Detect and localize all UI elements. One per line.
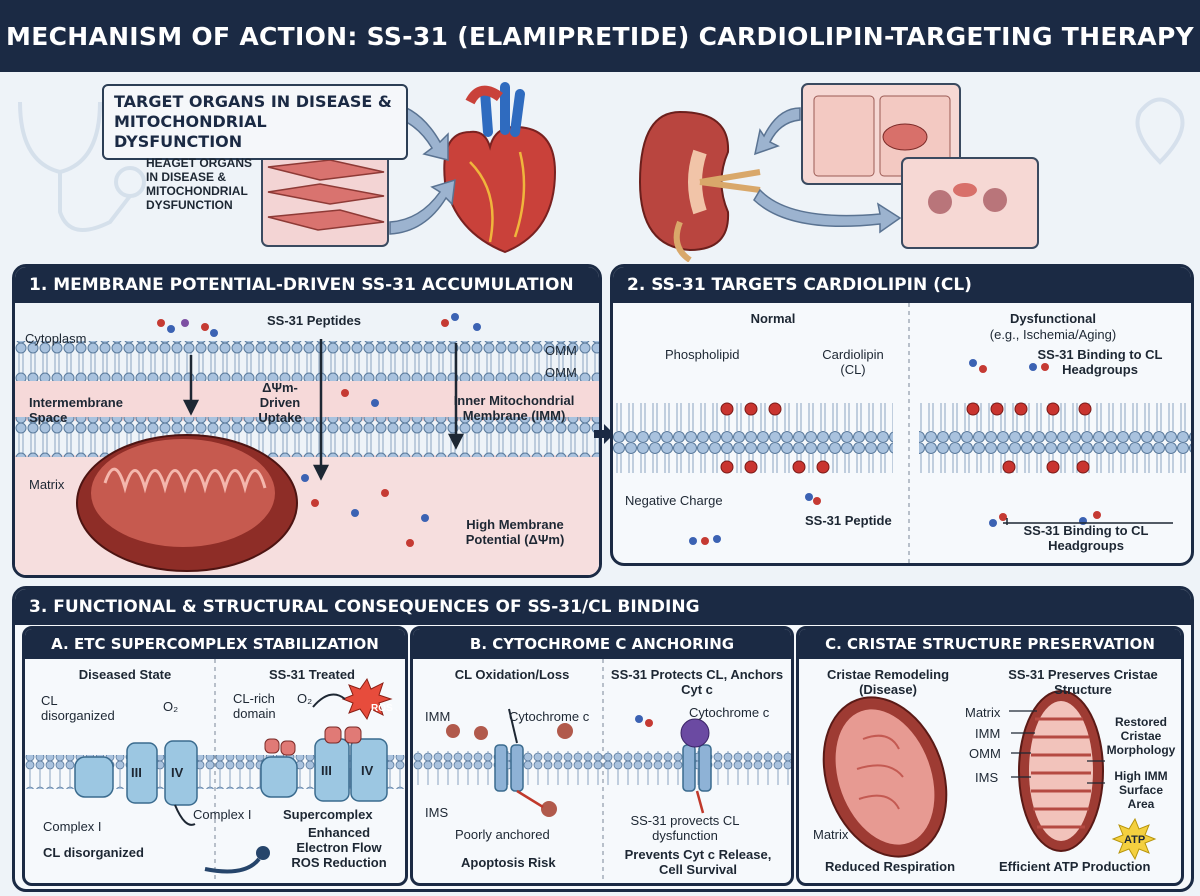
ss31-peptides-label: SS-31 Peptides	[267, 313, 361, 328]
mitochondrion-image	[76, 434, 298, 572]
omm-label-1: OMM	[545, 343, 577, 358]
matrix-c-label: Matrix	[965, 705, 1001, 720]
panel1-title: 1. MEMBRANE POTENTIAL-DRIVEN SS-31 ACCUM…	[15, 267, 599, 303]
subpanel-etc: A. ETC SUPERCOMPLEX STABILIZATION	[22, 626, 408, 886]
cl-disorganized-top-label: CL disorganized	[41, 693, 115, 723]
title-bar: MECHANISM OF ACTION: SS-31 (ELAMIPRETIDE…	[0, 0, 1200, 72]
cl-disorganized-bottom-label: CL disorganized	[43, 845, 144, 860]
panel1-illustration	[15, 303, 599, 575]
mitochondrion-healthy-image	[1018, 690, 1104, 852]
cardiolipin-heads	[720, 402, 1092, 474]
complex-i-right-label: Complex I	[193, 807, 252, 822]
cristae-illustration	[822, 690, 1157, 861]
stethoscope-icon	[18, 101, 146, 232]
muscle-tissue-image	[261, 149, 389, 247]
heart-image	[443, 82, 557, 254]
atp-burst-icon	[1111, 817, 1157, 861]
target-organs-box: TARGET ORGANS IN DISEASE & MITOCHONDRIAL…	[102, 84, 408, 160]
omm-label-2: OMM	[545, 365, 577, 380]
ss31-treated-label: SS-31 Treated	[269, 667, 355, 682]
etc-illustration	[25, 659, 405, 883]
cytochrome-c-bound	[680, 718, 710, 748]
ims-b-label: IMS	[425, 805, 449, 820]
ss31-preserves-label: SS-31 Preserves Cristae Structure	[1008, 667, 1158, 697]
kidney-image	[638, 110, 761, 262]
diseased-state-label: Diseased State	[78, 667, 172, 682]
cl-oxidation-label: CL Oxidation/Loss	[454, 667, 570, 682]
dysfunctional-label: Dysfunctional	[1010, 311, 1096, 326]
ros-label: ROS	[371, 703, 393, 714]
binding-bottom-label: SS-31 Binding to CL Headgroups	[1023, 523, 1149, 553]
cytochrome-illustration	[413, 659, 791, 883]
subpanel-b-title: B. CYTOCHROME C ANCHORING	[413, 629, 791, 659]
cristae-remodeling-label: Cristae Remodeling (Disease)	[826, 667, 950, 697]
binding-top-label: SS-31 Binding to CL Headgroups	[1037, 347, 1163, 377]
target-organs-small-label: HEAGET ORGANS IN DISEASE & MITOCHONDRIAL…	[146, 156, 253, 212]
subpanel-c-title: C. CRISTAE STRUCTURE PRESERVATION	[799, 629, 1181, 659]
subpanel-a-title: A. ETC SUPERCOMPLEX STABILIZATION	[25, 629, 405, 659]
imm-c-label: IMM	[975, 726, 1001, 741]
kidney-cells-image	[801, 83, 1039, 249]
apoptosis-risk-label: Apoptosis Risk	[461, 855, 556, 870]
mitochondrion-disease-image	[822, 696, 948, 858]
o2-right-label: O₂	[297, 691, 313, 706]
imm-label: Inner Mitochondrial Membrane (IMM)	[453, 393, 575, 423]
atp-label: ATP	[1124, 834, 1146, 846]
dysfunctional-sub-label: (e.g., Ischemia/Aging)	[989, 327, 1117, 342]
poorly-anchored-label: Poorly anchored	[455, 827, 550, 842]
panel3-title: 3. FUNCTIONAL & STRUCTURAL CONSEQUENCES …	[15, 589, 1191, 625]
prevents-release-label: Prevents Cyt c Release, Cell Survival	[624, 847, 772, 877]
cl-rich-domain-label: CL-rich domain	[233, 691, 276, 721]
cytochrome-c-left-label: Cytochrome c	[509, 709, 590, 724]
heart-outline-icon	[1135, 97, 1185, 165]
page-title: MECHANISM OF ACTION: SS-31 (ELAMIPRETIDE…	[6, 21, 1194, 51]
cytochrome-c-right-label: Cytochrome c	[689, 705, 770, 720]
imm-b-label: IMM	[425, 709, 451, 724]
o2-left-label: O₂	[163, 699, 179, 714]
channel-proteins	[494, 744, 712, 792]
complex-iii-label: III	[131, 765, 142, 780]
negative-charge-label: Negative Charge	[625, 493, 723, 508]
uptake-label: ΔΨm-Driven Uptake	[258, 380, 302, 425]
uptake-arrows	[182, 339, 465, 481]
cl-rich-domain	[264, 726, 362, 756]
complex-iv-label: IV	[171, 765, 184, 780]
complex-i-left-label: Complex I	[43, 819, 102, 834]
ss31-protects-label: SS-31 Protects CL, Anchors Cyt c	[610, 667, 784, 697]
complex-proteins	[74, 738, 388, 806]
panel-membrane-accumulation: 1. MEMBRANE POTENTIAL-DRIVEN SS-31 ACCUM…	[12, 264, 602, 578]
ims-c-label: IMS	[975, 770, 999, 785]
ss31-peptide-label: SS-31 Peptide	[805, 513, 892, 528]
normal-label: Normal	[750, 311, 796, 326]
panel2-illustration	[613, 303, 1191, 563]
high-imm-label: High IMM Surface Area	[1114, 769, 1168, 811]
matrix-left-label: Matrix	[813, 827, 849, 842]
enhanced-flow-label: Enhanced Electron Flow ROS Reduction	[291, 825, 387, 870]
panel-cardiolipin-target: 2. SS-31 TARGETS CARDIOLIPIN (CL)	[610, 264, 1194, 566]
reduced-respiration-label: Reduced Respiration	[825, 859, 956, 874]
phospholipid-label: Phospholipid	[665, 347, 740, 362]
cardiolipin-label: Cardiolipin (CL)	[822, 347, 884, 377]
subpanel-cytochrome: B. CYTOCHROME C ANCHORING CL Oxidation/L…	[410, 626, 794, 886]
restored-cristae-label: Restored Cristae Morphology	[1106, 715, 1176, 757]
supercomplex-label: Supercomplex	[283, 807, 373, 822]
omm-c-label: OMM	[969, 746, 1001, 761]
panel2-title: 2. SS-31 TARGETS CARDIOLIPIN (CL)	[613, 267, 1191, 303]
ss31-peptide-dots	[157, 313, 481, 547]
complex-iv-right-label: IV	[361, 763, 374, 778]
subpanel-cristae: C. CRISTAE STRUCTURE PRESERVATION Crista…	[796, 626, 1184, 886]
ros-burst-icon	[341, 677, 393, 721]
matrix-label: Matrix	[29, 477, 65, 492]
leader-lines	[1009, 710, 1105, 784]
complex-iii-right-label: III	[321, 763, 332, 778]
high-potential-label: High Membrane Potential (ΔΨm)	[465, 517, 565, 547]
cytoplasm-label: Cytoplasm	[25, 331, 87, 346]
top-illustration	[18, 82, 1185, 262]
efficient-atp-label: Efficient ATP Production	[999, 859, 1151, 874]
ss31-provects-label: SS-31 provects CL dysfunction	[630, 813, 740, 843]
panel-arrow-icon	[594, 424, 614, 444]
intermembrane-space-label: Intermembrane Space	[29, 395, 123, 425]
